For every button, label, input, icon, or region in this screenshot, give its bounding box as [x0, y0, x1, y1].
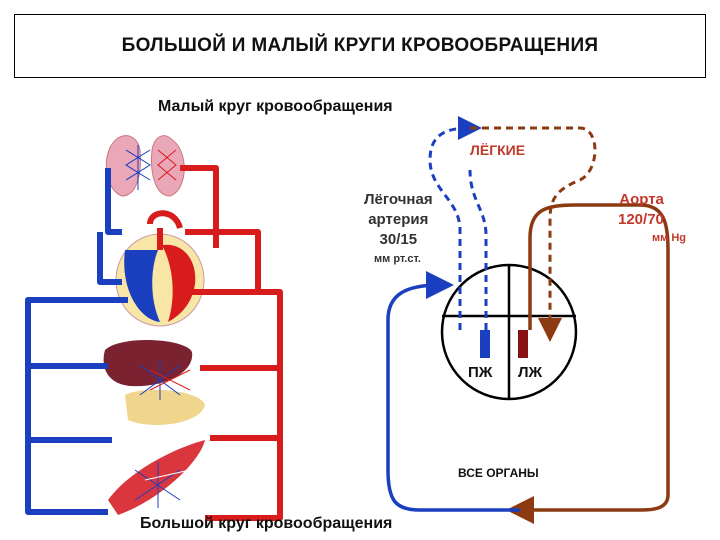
- left-ventricle-label: ЛЖ: [518, 364, 543, 381]
- big-circle-label: Большой круг кровообращения: [140, 515, 393, 532]
- heart-schematic: [440, 263, 578, 401]
- small-circle-label: Малый круг кровообращения: [158, 98, 393, 115]
- aorta-pressure: 120/70: [618, 211, 664, 228]
- left-ventricle-marker: [518, 330, 528, 358]
- heart-illustration: [115, 210, 205, 327]
- pulmonary-artery-unit: мм рт.ст.: [374, 253, 421, 265]
- systemic-loop: [386, 203, 670, 524]
- muscle-illustration: [108, 440, 205, 515]
- venous-vessels: [25, 168, 128, 515]
- anatomy-schematic: [25, 135, 283, 521]
- pulmonary-artery-line1: Лёгочная: [364, 191, 433, 208]
- aorta-name: Аорта: [619, 191, 664, 208]
- lungs-illustration: [105, 135, 185, 197]
- aorta-label: Аорта 120/70: [618, 190, 664, 230]
- all-organs-label: ВСЕ ОРГАНЫ: [458, 466, 539, 480]
- title-box: БОЛЬШОЙ И МАЛЫЙ КРУГИ КРОВООБРАЩЕНИЯ: [14, 14, 706, 78]
- right-ventricle-marker: [480, 330, 490, 358]
- pulmonary-loop: [428, 116, 597, 342]
- aorta-unit: мм Hg: [652, 232, 686, 244]
- right-ventricle-label: ПЖ: [468, 364, 493, 381]
- page-title: БОЛЬШОЙ И МАЛЫЙ КРУГИ КРОВООБРАЩЕНИЯ: [121, 35, 599, 56]
- pulmonary-artery-pressure: 30/15: [379, 231, 418, 248]
- arterial-vessels: [180, 165, 283, 521]
- liver-illustration: [103, 340, 205, 425]
- pulmonary-artery-label: Лёгочная артерия 30/15: [364, 190, 433, 250]
- pulmonary-artery-line2: артерия: [368, 211, 429, 228]
- lungs-label: ЛЁГКИЕ: [470, 142, 526, 158]
